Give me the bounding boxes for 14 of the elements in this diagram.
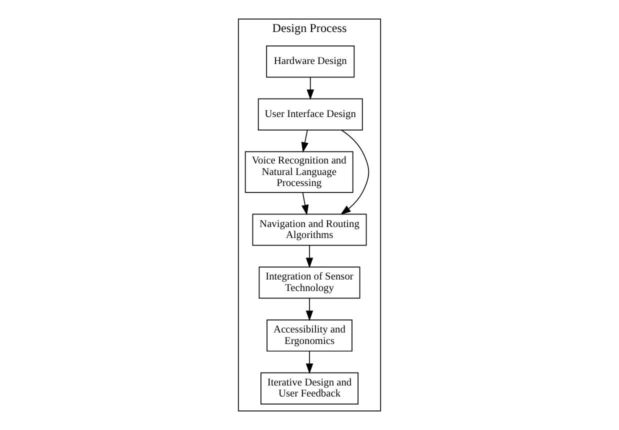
node-box: Hardware Design (266, 46, 355, 78)
node-box: Iterative Design and User Feedback (260, 372, 358, 404)
node-box: Accessibility and Ergonomics (266, 319, 352, 352)
arrow (301, 192, 309, 216)
arrow (306, 298, 314, 322)
arrow (340, 130, 370, 215)
node-box: User Interface Design (258, 98, 363, 130)
arrow (306, 76, 314, 100)
arrow (306, 244, 314, 268)
arrow (306, 350, 314, 374)
node-box: Voice Recognition and Natural Language Processing (244, 151, 354, 193)
arrow (301, 130, 308, 153)
node-box: Integration of Sensor Technology (258, 266, 360, 299)
node-box: Navigation and Routing Algorithms (252, 214, 367, 246)
